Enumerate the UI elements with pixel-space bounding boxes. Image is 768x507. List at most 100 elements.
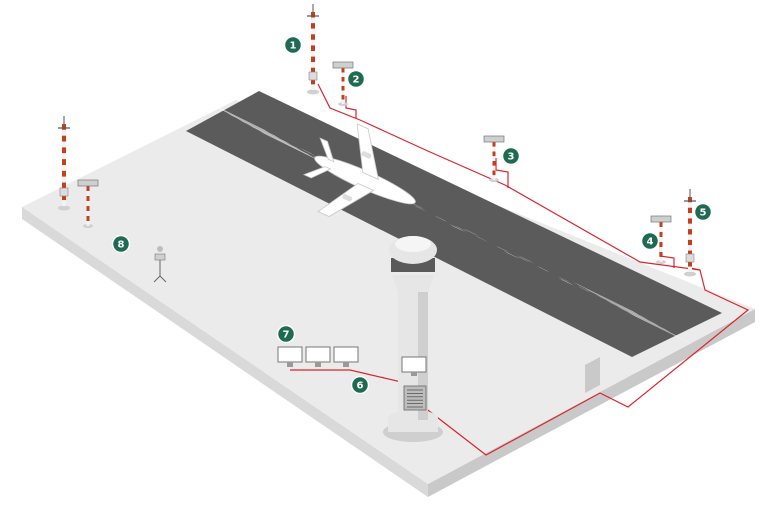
- monitor-stand: [315, 362, 321, 367]
- sensor-station-south: [650, 215, 672, 264]
- sensor-pole-segment: [659, 222, 663, 227]
- monitor-stand: [287, 362, 293, 367]
- threshold-bar: [226, 112, 292, 145]
- mast-segment: [688, 266, 692, 272]
- callout-3: 3: [501, 146, 521, 166]
- mast-segment: [311, 39, 315, 46]
- mast-segment: [688, 250, 692, 256]
- mast-segment: [62, 200, 66, 206]
- callout-label: 6: [357, 381, 364, 392]
- callout-label: 4: [647, 237, 654, 248]
- sensor-pole-segment: [86, 191, 90, 196]
- mast-segment: [311, 17, 315, 24]
- field-sensor-head: [157, 246, 163, 252]
- mast-segment: [62, 165, 66, 171]
- mast-segment: [62, 194, 66, 201]
- mast-segment: [688, 207, 692, 214]
- sensor-pole-segment: [86, 206, 90, 211]
- callout-1: 1: [283, 35, 303, 55]
- callout-badge: [346, 69, 366, 89]
- sensor-pole-segment: [659, 242, 663, 247]
- mast-segment: [311, 78, 315, 85]
- control-tower-icon: [383, 236, 443, 442]
- monitor-icon: [333, 346, 359, 367]
- sensor-pole-segment: [492, 146, 496, 152]
- mast-segment: [311, 56, 315, 63]
- mast-segment: [311, 28, 315, 35]
- mast-segment: [688, 229, 692, 235]
- platform-notch: [585, 357, 600, 393]
- cable-mast-north: [345, 96, 357, 118]
- centerline-dash: [557, 275, 571, 283]
- sensor-pole-segment: [86, 211, 90, 216]
- sensor-pole-segment: [86, 186, 90, 191]
- tower-shaft-shade: [418, 290, 428, 420]
- callout-badge: [693, 202, 713, 222]
- sensor-pole-segment: [341, 86, 345, 91]
- tower-equipment: [401, 356, 427, 411]
- monitor-screen: [333, 346, 359, 363]
- mast-segment: [688, 218, 692, 224]
- sensor-pole-segment: [341, 99, 345, 104]
- aircraft-tail: [319, 137, 335, 163]
- mast-segment: [688, 239, 692, 246]
- edge-marking: [503, 250, 520, 259]
- sensor-head: [332, 61, 354, 69]
- mast-segment: [62, 129, 66, 136]
- sensor-pole-segment: [659, 232, 663, 237]
- edge-marking: [463, 228, 480, 237]
- aircraft-engine-1: [361, 151, 372, 159]
- threshold-bar: [247, 124, 313, 157]
- mast-segment: [62, 170, 66, 177]
- threshold-bar: [204, 100, 270, 133]
- callout-7: 7: [276, 324, 296, 344]
- field-sensor-box: [154, 253, 166, 261]
- mast-base: [684, 271, 696, 277]
- callout-badge: [283, 35, 303, 55]
- display-terminals: [277, 346, 359, 367]
- mast-segment: [688, 234, 692, 240]
- callout-2: 2: [346, 69, 366, 89]
- monitor-screen: [305, 346, 331, 363]
- airfield-platform: [22, 100, 755, 497]
- callout-label: 1: [290, 41, 297, 52]
- sensor-pole-segment: [341, 72, 345, 77]
- monitor-icon: [277, 346, 303, 367]
- sensor-head: [483, 135, 505, 143]
- sensor-station-west: [77, 179, 99, 228]
- sensor-pole-segment: [341, 81, 345, 86]
- cable-sensor-mid: [495, 158, 509, 188]
- mast-segment: [62, 153, 66, 160]
- callout-label: 2: [353, 75, 360, 86]
- threshold-bar: [258, 130, 324, 163]
- mast-box: [685, 253, 695, 263]
- threshold-bar: [584, 287, 649, 321]
- mast-segment: [311, 34, 315, 40]
- server-rack-icon: [403, 385, 427, 411]
- callout-6: 6: [350, 375, 370, 395]
- monitor-stand: [343, 362, 349, 367]
- threshold-bar: [605, 299, 671, 333]
- sensor-pole-segment: [492, 165, 496, 171]
- sensor-pole-segment: [341, 90, 345, 95]
- threshold-bar: [616, 305, 682, 339]
- mast-segment: [688, 261, 692, 267]
- sensor-pole-segment: [341, 95, 345, 100]
- callout-badge: [640, 231, 660, 251]
- mast-segment: [688, 245, 692, 251]
- centerline-dash: [577, 286, 591, 293]
- threshold-bar: [594, 293, 660, 327]
- threshold-bar: [573, 281, 639, 315]
- aircraft-wing-left: [356, 123, 379, 181]
- sensor-station-north: [332, 61, 354, 106]
- centerline-dash: [536, 265, 550, 273]
- mast-segment: [311, 62, 315, 68]
- monitor-icon: [401, 356, 427, 376]
- callout-4: 4: [640, 231, 660, 251]
- edge-marking: [558, 277, 575, 286]
- wind-mast-north: [307, 4, 319, 95]
- sensor-pole-segment: [659, 247, 663, 252]
- sensor-pole-segment: [341, 77, 345, 82]
